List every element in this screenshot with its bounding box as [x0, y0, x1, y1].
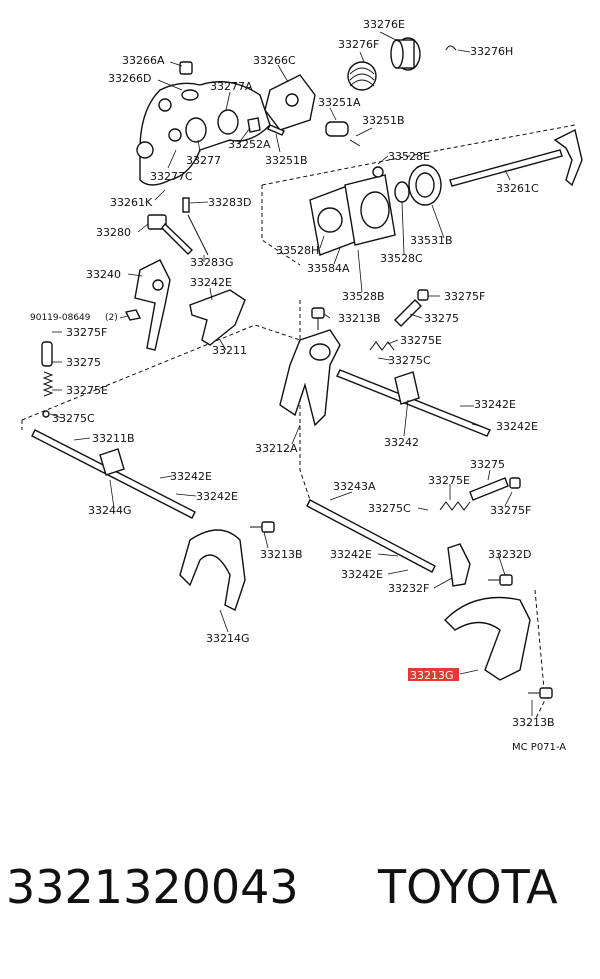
parts-diagram: 33276E 33276F 33276H 33266A 33266C 33266… [21, 18, 583, 753]
label-33275f-b: 33275F [66, 326, 107, 339]
brand-name: TOYOTA [378, 860, 558, 914]
cap-part [179, 61, 199, 101]
spring-seat-part [390, 37, 421, 71]
small-lever-part [147, 197, 209, 256]
label-33275e-c: 33275E [428, 474, 470, 487]
label-33275-b: 33275 [66, 356, 101, 369]
diagram-reference-code: MC P071-A [512, 742, 566, 753]
label-33275-c: 33275 [470, 458, 505, 471]
bracket-part [189, 289, 246, 346]
label-33276h: 33276H [470, 45, 513, 58]
footer: 3321320043 TOYOTA [0, 860, 600, 960]
label-33277a: 33277A [210, 80, 253, 93]
part-number: 3321320043 [6, 860, 299, 914]
label-33528e: 33528E [388, 150, 430, 163]
label-33275c-a: 33275C [388, 354, 431, 367]
shift-fork-33212a-part [279, 329, 341, 427]
label-33277: 33277 [186, 154, 221, 167]
label-33261k: 33261K [110, 196, 153, 209]
label-33275f-a: 33275F [444, 290, 485, 303]
shift-fork-33214g-part [179, 529, 246, 611]
label-33276e: 33276E [363, 18, 405, 31]
label-33213b-b: 33213B [260, 548, 303, 561]
oil-seal-part [372, 164, 442, 206]
label-33266a: 33266A [122, 54, 165, 67]
bolt-parts [250, 289, 553, 699]
label-33242: 33242 [384, 436, 419, 449]
label-33242e-f: 33242E [330, 548, 372, 561]
label-33232f: 33232F [388, 582, 429, 595]
label-33232d: 33232D [488, 548, 531, 561]
label-33244g: 33244G [88, 504, 132, 517]
label-33277c: 33277C [150, 170, 193, 183]
pin-part [247, 117, 361, 147]
label-33212a: 33212A [255, 442, 298, 455]
label-33528c: 33528C [380, 252, 423, 265]
label-33251b-top: 33251B [362, 114, 405, 127]
label-33275e-a: 33275E [400, 334, 442, 347]
label-33213g: 33213G [410, 669, 454, 682]
label-33528b: 33528B [342, 290, 385, 303]
clip-part [445, 45, 457, 51]
label-33242e-g: 33242E [341, 568, 383, 581]
label-90119: 90119-08649 [30, 313, 91, 323]
label-33283g: 33283G [190, 256, 234, 269]
label-33283d: 33283D [208, 196, 251, 209]
label-33266d: 33266D [108, 72, 151, 85]
shift-shaft-33242-part [336, 369, 491, 437]
label-33243a: 33243A [333, 480, 376, 493]
label-33252a: 33252A [228, 138, 271, 151]
spring-part [347, 61, 377, 91]
label-33211b: 33211B [92, 432, 135, 445]
label-33211: 33211 [212, 344, 247, 357]
label-33214g: 33214G [206, 632, 250, 645]
leader-lines [49, 31, 533, 716]
part-labels: 33276E 33276F 33276H 33266A 33266C 33266… [30, 18, 566, 753]
label-33213b-a: 33213B [338, 312, 381, 325]
label-33242e-e: 33242E [196, 490, 238, 503]
label-33276f: 33276F [338, 38, 379, 51]
highlight-box [408, 668, 459, 681]
label-33261c: 33261C [496, 182, 539, 195]
label-33266c: 33266C [253, 54, 296, 67]
label-33213b-c: 33213B [512, 716, 555, 729]
group-boundary-upper [261, 124, 576, 266]
label-33242e-c: 33242E [496, 420, 538, 433]
label-90119-qty: (2) [105, 313, 118, 323]
label-33275c-c: 33275C [368, 502, 411, 515]
label-33251a: 33251A [318, 96, 361, 109]
label-33528h: 33528H [276, 244, 319, 257]
label-33280: 33280 [96, 226, 131, 239]
shift-fork-33213g-part [444, 596, 531, 681]
cover-plate-part [309, 174, 396, 256]
label-33584a: 33584A [307, 262, 350, 275]
select-lever-part [124, 259, 171, 351]
label-33275e-b: 33275E [66, 384, 108, 397]
shift-shaft-33243a-part [306, 499, 471, 587]
label-33242e-d: 33242E [170, 470, 212, 483]
label-33275f-c: 33275F [490, 504, 531, 517]
label-33242e-b: 33242E [474, 398, 516, 411]
bushing-part [185, 109, 239, 143]
label-33240: 33240 [86, 268, 121, 281]
label-33275-a: 33275 [424, 312, 459, 325]
interlock-pin-part [369, 299, 509, 511]
left-shift-shaft-part [31, 341, 196, 519]
label-33275c-b: 33275C [52, 412, 95, 425]
label-33531b: 33531B [410, 234, 453, 247]
label-33251b: 33251B [265, 154, 308, 167]
label-33242e-a: 33242E [190, 276, 232, 289]
shift-shaft-part [449, 128, 583, 187]
lever-block-part [264, 74, 316, 131]
